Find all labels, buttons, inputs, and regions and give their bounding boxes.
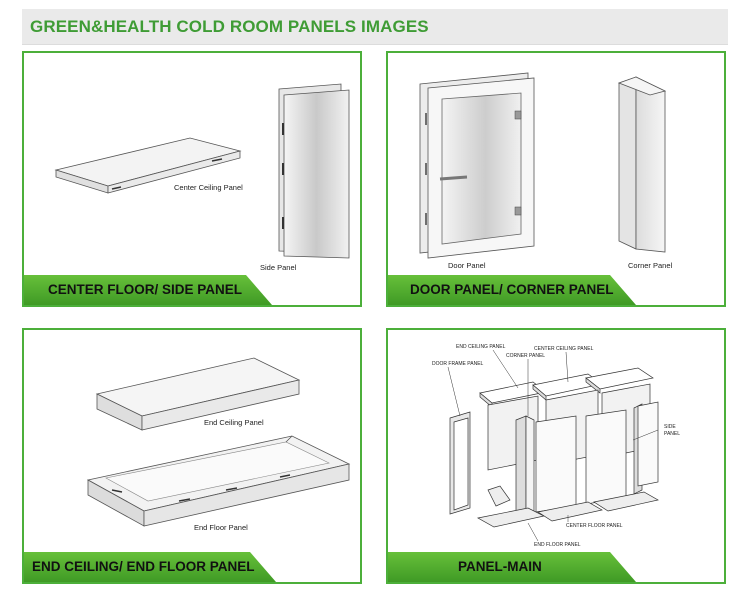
label-end-floor-panel: End Floor Panel bbox=[194, 523, 248, 532]
label-corner-panel: Corner Panel bbox=[628, 261, 673, 270]
label-door-panel: Door Panel bbox=[448, 261, 486, 270]
label-end-ceiling: END CEILING PANEL bbox=[456, 344, 506, 350]
label-center-ceiling-panel: Center Ceiling Panel bbox=[174, 183, 243, 192]
page-title: GREEN&HEALTH COLD ROOM PANELS IMAGES bbox=[30, 17, 429, 36]
banner-center-floor-side: CENTER FLOOR/ SIDE PANEL bbox=[24, 275, 272, 305]
label-side: SIDE bbox=[664, 424, 676, 430]
center-side-panel-illustration: Center Ceiling Panel Side Panel bbox=[54, 83, 350, 272]
title-bar: GREEN&HEALTH COLD ROOM PANELS IMAGES bbox=[22, 9, 728, 44]
label-end-ceiling-panel: End Ceiling Panel bbox=[204, 418, 264, 427]
banner-text: DOOR PANEL/ CORNER PANEL bbox=[410, 282, 614, 297]
label-door-frame: DOOR FRAME PANEL bbox=[432, 361, 484, 367]
label-end-floor: END FLOOR PANEL bbox=[534, 542, 581, 548]
label-center-floor: CENTER FLOOR PANEL bbox=[566, 523, 623, 529]
label-side-panel: Side Panel bbox=[260, 263, 297, 272]
end-ceiling-floor-illustration: End Ceiling Panel End Floor Panel bbox=[86, 357, 351, 532]
panel-main: END CEILING PANEL CENTER CEILING PANEL C… bbox=[386, 328, 726, 584]
label-corner: CORNER PANEL bbox=[506, 353, 545, 359]
banner-end-ceiling-floor: END CEILING/ END FLOOR PANEL bbox=[24, 552, 276, 582]
banner-door-corner: DOOR PANEL/ CORNER PANEL bbox=[388, 275, 636, 305]
banner-text: CENTER FLOOR/ SIDE PANEL bbox=[48, 282, 243, 297]
panel-end-ceiling-floor: End Ceiling Panel End Floor Panel END CE… bbox=[22, 328, 362, 584]
banner-panel-main: PANEL-MAIN bbox=[388, 552, 636, 582]
label-side-panel: PANEL bbox=[664, 431, 680, 437]
door-corner-panel-illustration: Door Panel Corner Panel bbox=[419, 72, 673, 270]
panel-door-corner: Door Panel Corner Panel DOOR PANEL/ CORN… bbox=[386, 51, 726, 307]
banner-text: END CEILING/ END FLOOR PANEL bbox=[32, 559, 255, 574]
panel-main-exploded-illustration: END CEILING PANEL CENTER CEILING PANEL C… bbox=[432, 344, 680, 548]
label-center-ceiling: CENTER CEILING PANEL bbox=[534, 346, 594, 352]
panel-center-floor-side: Center Ceiling Panel Side Panel CENTER F… bbox=[22, 51, 362, 307]
banner-text: PANEL-MAIN bbox=[458, 559, 542, 574]
